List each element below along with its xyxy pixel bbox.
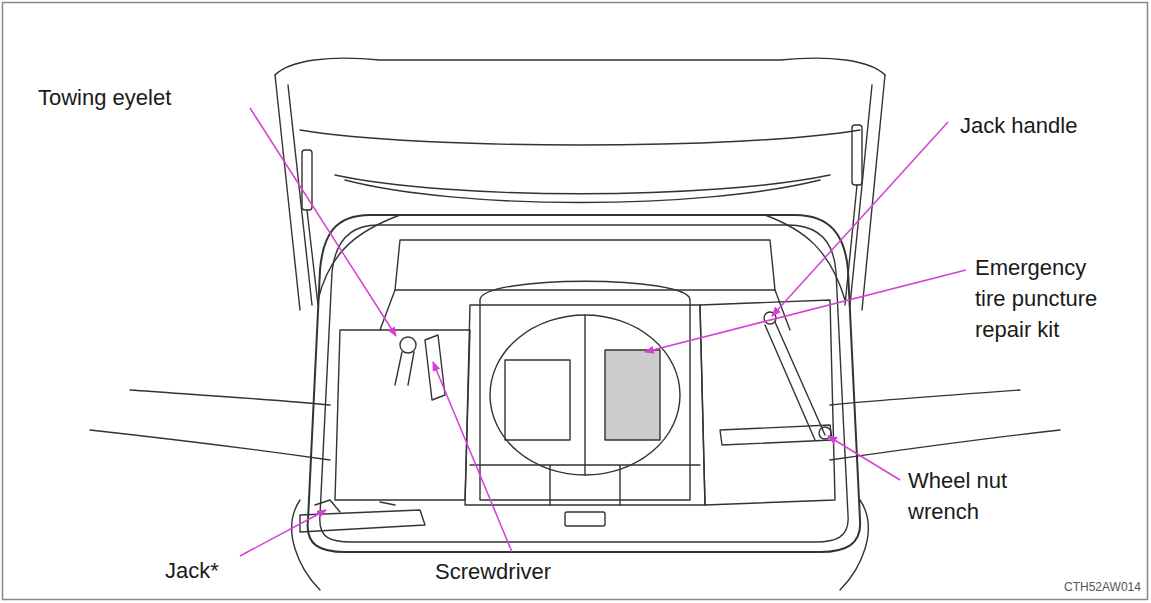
part-label: Towing eyelet bbox=[38, 82, 171, 113]
figure-code: CTH52AW014 bbox=[1064, 580, 1141, 594]
part-label: Emergency tire puncture repair kit bbox=[975, 252, 1119, 345]
part-label: Jack* bbox=[165, 555, 219, 586]
part-label: Jack handle bbox=[960, 110, 1077, 141]
part-label: Screwdriver bbox=[435, 556, 551, 587]
part-label: Wheel nut wrench bbox=[908, 465, 1020, 527]
frame bbox=[3, 3, 1148, 600]
car-drawing bbox=[90, 58, 1060, 590]
leader-lines bbox=[240, 108, 966, 556]
